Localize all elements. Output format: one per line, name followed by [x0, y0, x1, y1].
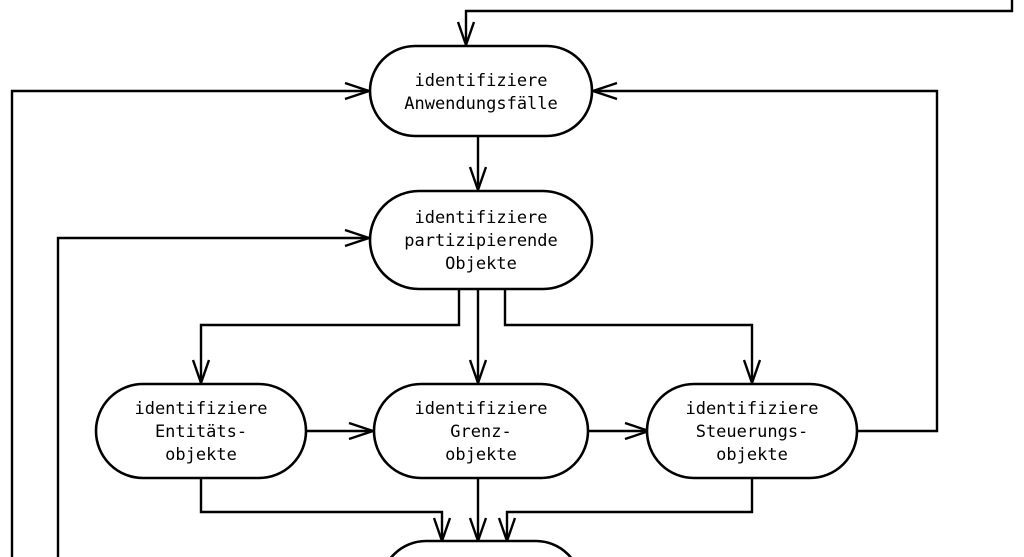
node-identifiziere-steuerungsobjekte[interactable]: identifiziere Steuerungs- objekte — [645, 382, 859, 480]
node-label-line: identifiziere — [134, 399, 267, 419]
node-label-line: Entitäts- — [155, 422, 247, 442]
edge-n4-to-n5 — [588, 421, 653, 441]
edge-feedback-right-to-n1 — [589, 81, 939, 433]
node-identifiziere-entitaetsobjekte[interactable]: identifiziere Entitäts- objekte — [94, 382, 308, 480]
node-label-line: objekte — [445, 445, 517, 465]
edge-feedback-top-to-n1 — [456, 0, 1014, 49]
edge-n4-to-n6 — [468, 478, 488, 545]
node-label-line: objekte — [716, 445, 788, 465]
node-label-line: Anwendungsfälle — [404, 94, 558, 114]
edge-n3-to-n6 — [199, 478, 452, 545]
node-label-line: partizipierende — [404, 231, 558, 251]
node-identifiziere-anwendungsfaelle[interactable]: identifiziere Anwendungsfälle — [368, 44, 594, 138]
node-label-line: identifiziere — [414, 208, 547, 228]
node-label-line: objekte — [165, 445, 237, 465]
node-label-line: identifiziere — [414, 399, 547, 419]
edge-n1-to-n2 — [468, 136, 488, 194]
edge-n2-to-n4 — [468, 289, 488, 387]
edge-n2-to-n3 — [191, 289, 461, 387]
node-label-line: Steuerungs- — [696, 422, 809, 442]
node-label-line: identifiziere — [685, 399, 818, 419]
node-label-line: Objekte — [445, 254, 517, 274]
connector-layer — [10, 0, 1014, 557]
node-layer: identifiziere Anwendungsfälle identifizi… — [94, 44, 859, 557]
node-identifiziere-grenzobjekte[interactable]: identifiziere Grenz- objekte — [372, 382, 590, 480]
node-label-line: identifiziere — [414, 71, 547, 91]
edge-n2-to-n5 — [503, 289, 762, 387]
edge-feedback-left-to-n1 — [10, 81, 373, 557]
node-bottom-node-cut-off[interactable] — [381, 539, 581, 557]
node-identifiziere-partizipierende-objekte[interactable]: identifiziere partizipierende Objekte — [368, 189, 594, 291]
edge-n3-to-n4 — [306, 421, 377, 441]
edge-n5-to-n6 — [497, 478, 754, 545]
node-label-line: Grenz- — [450, 422, 511, 442]
